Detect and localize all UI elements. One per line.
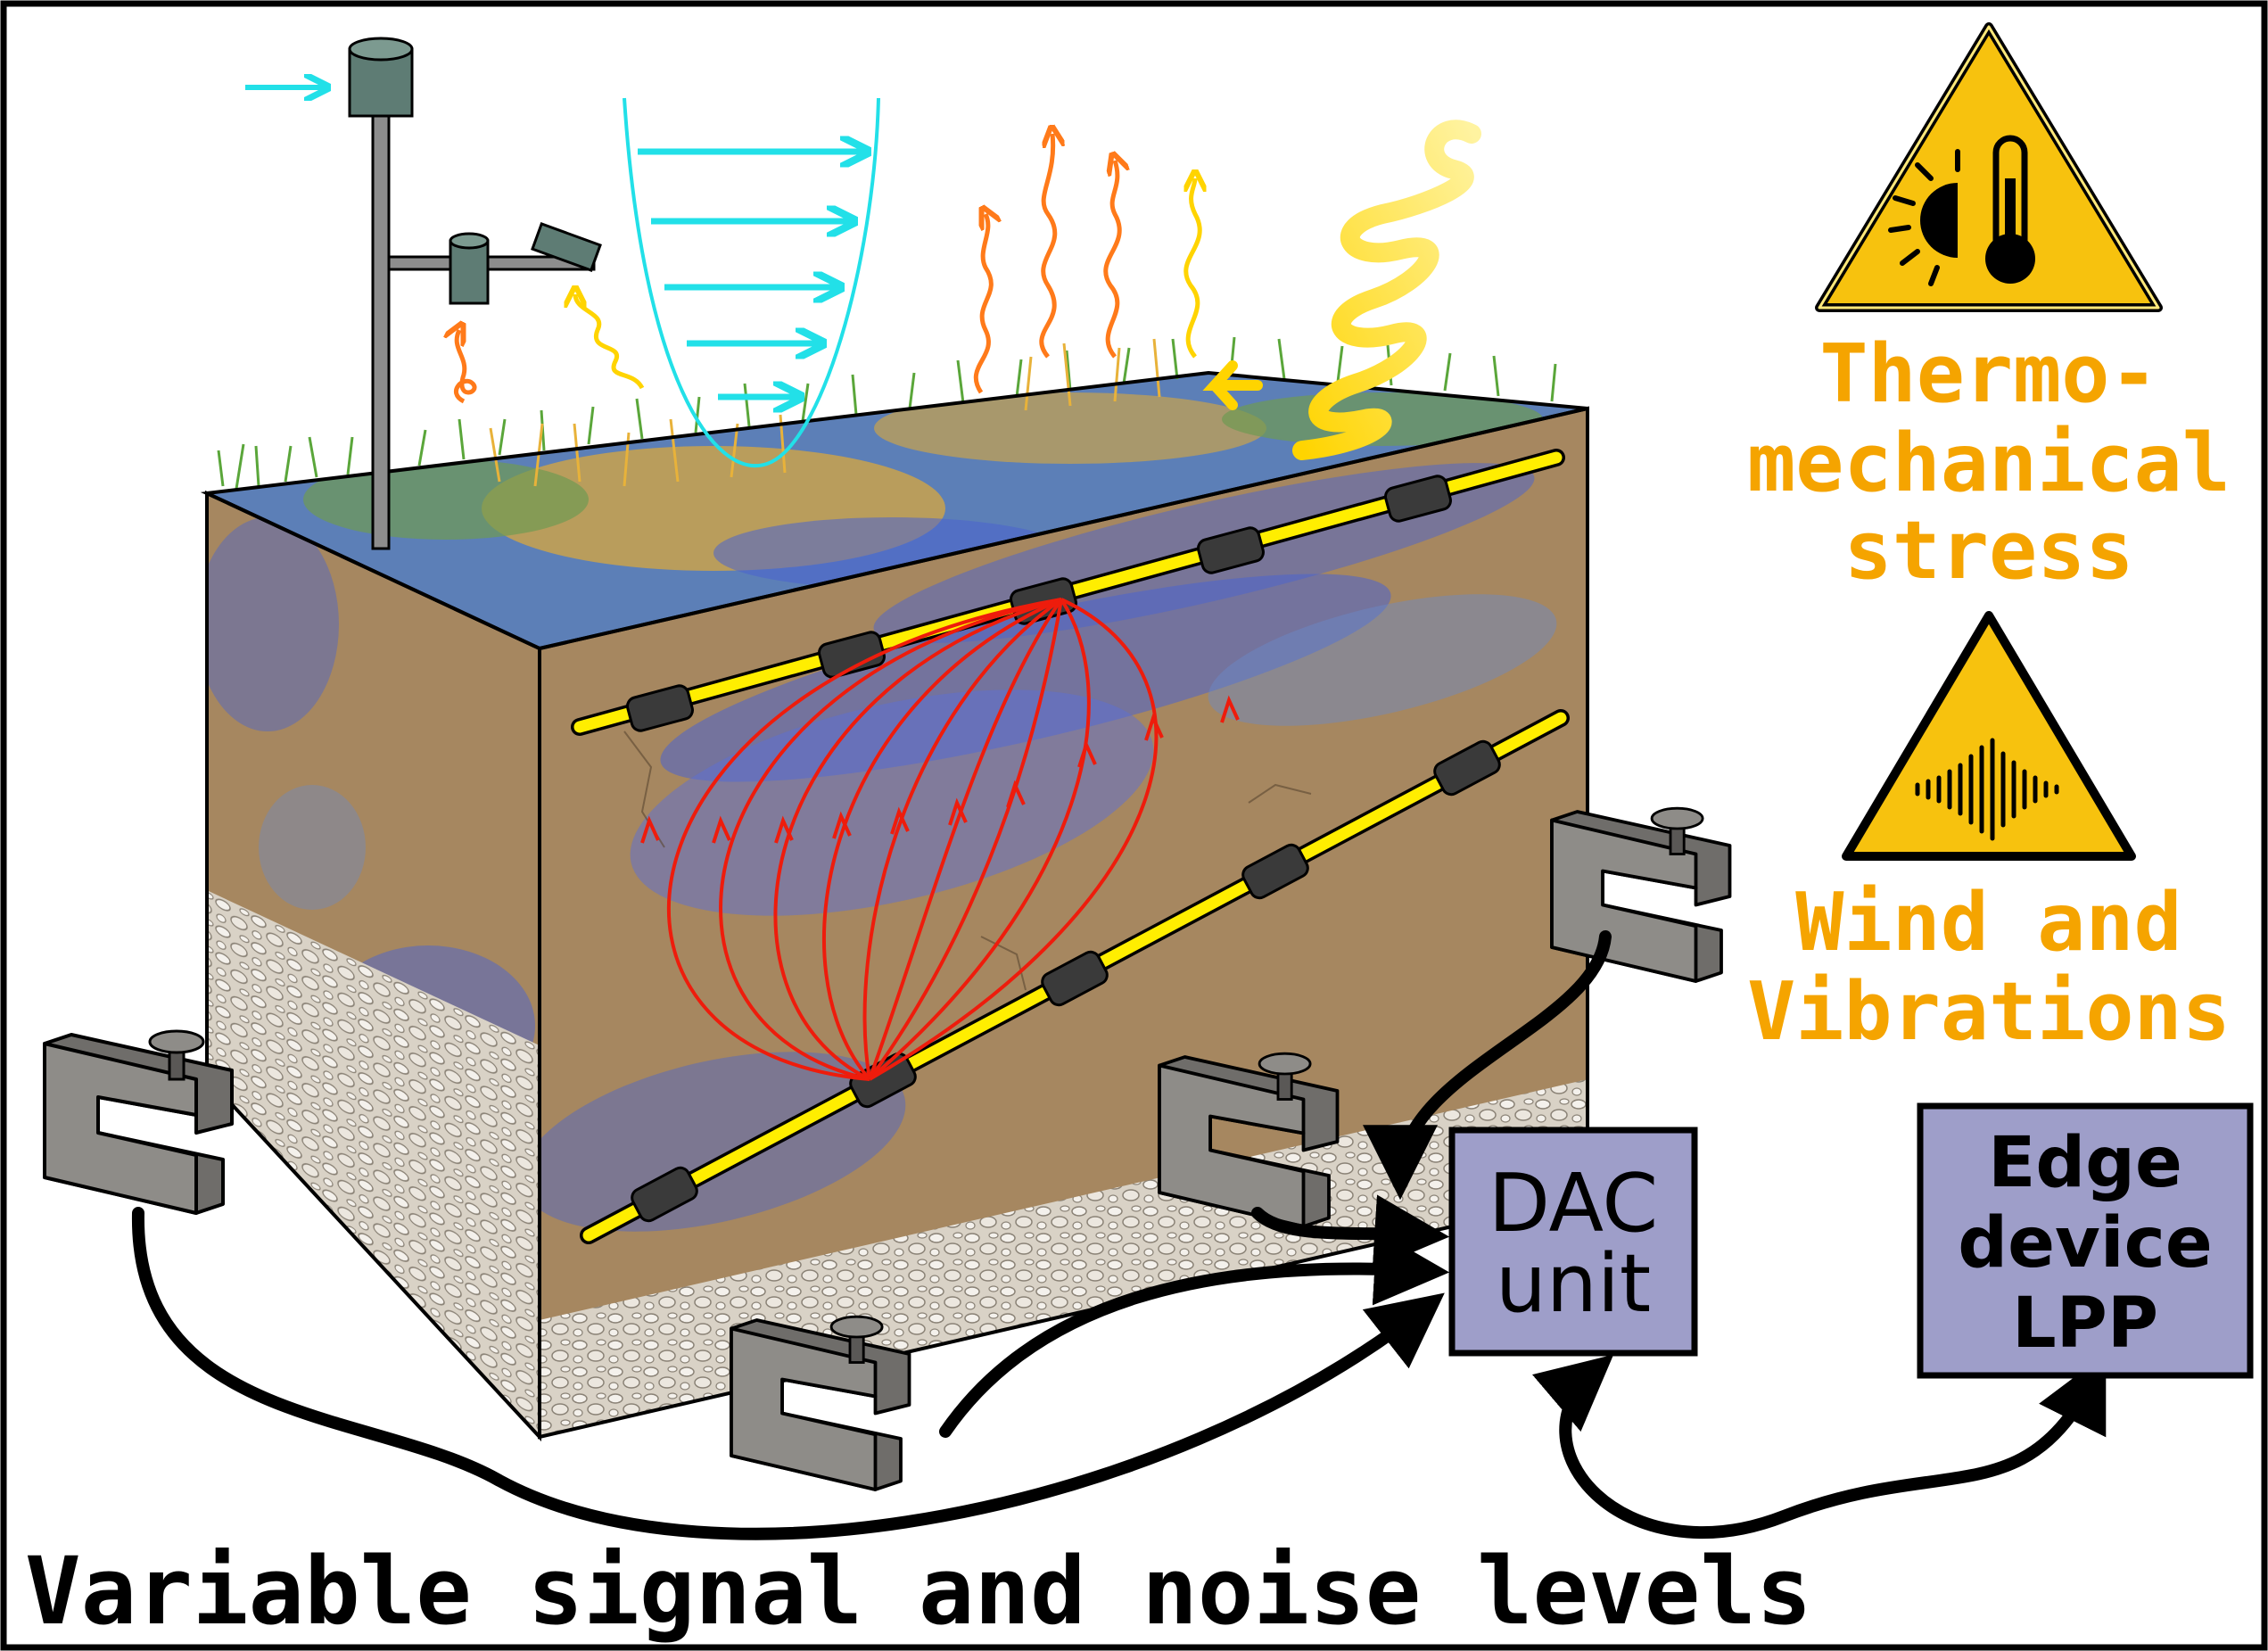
- electrode: [818, 631, 886, 679]
- thermo-label-line1: Thermo-: [1819, 327, 2157, 421]
- electrode: [1197, 526, 1265, 574]
- edge-label-line2: device: [1958, 1203, 2212, 1284]
- solar-radiation: [1202, 120, 1481, 460]
- electrode: [1241, 843, 1309, 900]
- wind-label-line1: Wind and: [1795, 876, 2181, 970]
- weather-station-icon: [348, 37, 602, 550]
- sun-thermometer-warning-icon: [1815, 22, 2163, 312]
- soundwave-warning-icon: [1842, 611, 2136, 861]
- thermo-label-line3: stress: [1843, 504, 2133, 598]
- dac-label-line1: DAC: [1489, 1157, 1659, 1251]
- c-clamp-sensor-icon: [1158, 1052, 1340, 1228]
- lower-cable: [580, 709, 1570, 1244]
- electrode: [1384, 475, 1452, 523]
- dac-label-line2: unit: [1496, 1237, 1651, 1331]
- rain-gauge: [348, 37, 414, 118]
- wind-label-line2: Vibrations: [1747, 965, 2231, 1059]
- electrode: [1433, 739, 1501, 797]
- c-clamp-sensor-icon: [43, 1029, 234, 1215]
- sensor-wires: [131, 930, 2107, 1540]
- electrode: [626, 684, 694, 732]
- dac-unit-box: DAC unit: [1448, 1127, 1698, 1357]
- thermo-warning-label: Thermo- mechanical stress: [1747, 327, 2231, 598]
- thermo-label-line2: mechanical: [1747, 417, 2231, 510]
- heat-flux-arrows: [456, 134, 1200, 404]
- wind-warning-label: Wind and Vibrations: [1747, 876, 2231, 1059]
- edge-label-line1: Edge: [1988, 1123, 2182, 1203]
- c-clamp-sensor-icon: [730, 1315, 911, 1491]
- clamp-sensors: [43, 806, 1732, 1491]
- electrode-cables: [571, 449, 1570, 1244]
- edge-label-line3: LPP: [2012, 1284, 2158, 1364]
- wind-profile: [623, 97, 880, 468]
- bottom-caption: Variable signal and noise levels: [25, 1537, 1812, 1646]
- c-clamp-sensor-icon: [1550, 806, 1732, 983]
- electric-field-lines: [640, 598, 1240, 1081]
- temperature-sensor: [449, 232, 490, 305]
- electrode: [631, 1166, 698, 1223]
- edge-device-box: Edge device LPP: [1917, 1102, 2254, 1379]
- electrode: [1041, 950, 1109, 1007]
- radiation-sensor: [531, 222, 602, 272]
